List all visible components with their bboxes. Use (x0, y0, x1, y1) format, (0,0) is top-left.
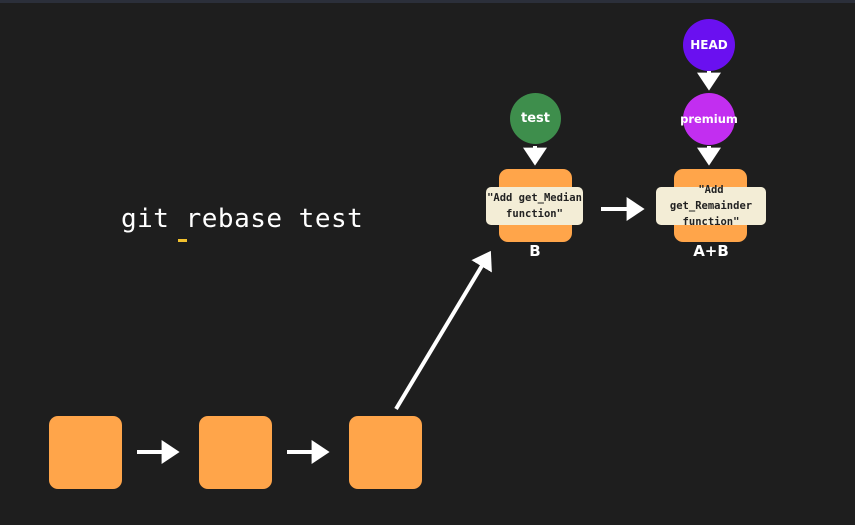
commit-node-3 (349, 416, 422, 489)
commit-node-1 (49, 416, 122, 489)
text-cursor (178, 239, 187, 242)
branch-ref-test: test (510, 93, 561, 144)
commit-message-ab-line2: function" (682, 216, 740, 228)
arrow-commit3-to-b (394, 250, 492, 411)
commit-label-ab: A+B (693, 242, 729, 260)
commit-message-ab: "Add get_Remainder function" (656, 184, 766, 228)
commit-message-b: "Add get_Median function" (486, 187, 583, 225)
head-ref: HEAD (683, 19, 735, 71)
top-edge-bar (0, 0, 855, 3)
commit-node-2 (199, 416, 272, 489)
commit-message-b-line2: function" (506, 208, 563, 220)
commit-message-ab-line1: "Add get_Remainder (669, 184, 753, 212)
commit-label-b: B (529, 242, 541, 260)
commit-message-b-line1: "Add get_Median (487, 192, 582, 204)
branch-ref-premium: premium (680, 93, 738, 145)
command-text: git rebase test (121, 204, 364, 234)
